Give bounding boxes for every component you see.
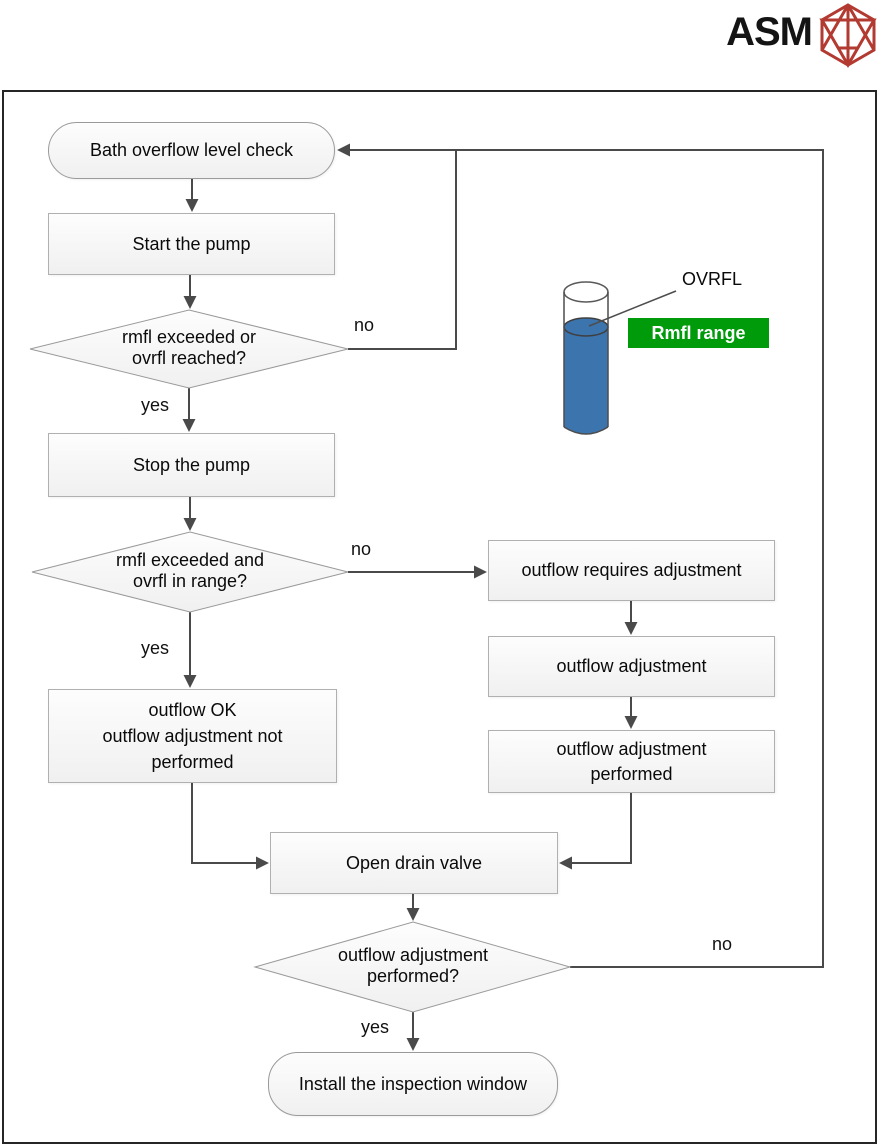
- edge-label-decision2-no: no: [351, 539, 372, 559]
- node-label: Stop the pump: [132, 454, 251, 475]
- node-label: outflow adjustment not: [102, 726, 283, 746]
- node-label: performed?: [366, 966, 460, 986]
- node-label: ovrfl in range?: [132, 571, 248, 591]
- node-start-the-pump: Start the pump: [48, 213, 335, 275]
- node-label: Bath overflow level check: [89, 140, 294, 160]
- edge-decision3-no-loop: [337, 143, 824, 968]
- edge-label-decision1-no: no: [354, 315, 375, 335]
- edge-decision1-no: [348, 151, 457, 350]
- node-outflow-adjustment: outflow adjustment: [488, 636, 775, 697]
- node-outflow-requires-adjustment: outflow requires adjustment: [488, 540, 775, 601]
- rmfl-range-badge: Rmfl range: [628, 318, 769, 348]
- node-label: rmfl exceeded or: [121, 327, 257, 347]
- node-label: Open drain valve: [345, 852, 483, 873]
- edge-label-decision2-yes: yes: [141, 638, 170, 658]
- asm-hexagon-icon: [819, 3, 877, 68]
- node-label: Install the inspection window: [298, 1073, 528, 1094]
- node-decision3-shape: [253, 921, 572, 1013]
- node-decision2-label: rmfl exceeded and ovrfl in range?: [80, 550, 300, 592]
- node-outflow-ok: outflow OK outflow adjustment not perfor…: [48, 689, 337, 783]
- node-label: performed: [151, 752, 234, 772]
- cylinder-illustration: [563, 281, 677, 435]
- node-decision2-shape: [31, 531, 349, 613]
- node-label: ovrfl reached?: [131, 348, 247, 368]
- node-stop-the-pump: Stop the pump: [48, 433, 335, 497]
- node-label: Start the pump: [132, 233, 251, 254]
- edge-outflowok-to-opendrain: [191, 783, 269, 870]
- node-label: outflow adjustment: [556, 738, 707, 759]
- node-label: outflow adjustment: [337, 945, 489, 965]
- asm-logo-text: ASM: [726, 9, 813, 54]
- node-open-drain-valve: Open drain valve: [270, 832, 558, 894]
- node-label: rmfl exceeded and: [115, 550, 265, 570]
- edge-label-decision3-no: no: [712, 934, 733, 954]
- edge-label-decision1-yes: yes: [141, 395, 170, 415]
- node-label: performed: [590, 763, 673, 784]
- node-decision3-label: outflow adjustment performed?: [303, 945, 523, 987]
- node-install-inspection-window: Install the inspection window: [268, 1052, 558, 1116]
- node-decision1-shape: [29, 309, 349, 389]
- node-outflow-adjustment-performed: outflow adjustment performed: [488, 730, 775, 793]
- edge-label-decision3-yes: yes: [361, 1017, 390, 1037]
- ovrfl-pointer-line: [588, 290, 677, 327]
- node-decision1-label: rmfl exceeded or ovrfl reached?: [79, 327, 299, 369]
- liquid-fill: [564, 327, 608, 434]
- node-bath-overflow-level-check: Bath overflow level check: [48, 122, 335, 179]
- node-label: outflow requires adjustment: [521, 560, 742, 580]
- edge-performed-to-opendrain: [559, 793, 632, 870]
- ovrfl-label: OVRFL: [682, 269, 743, 289]
- node-label: outflow adjustment: [556, 656, 707, 676]
- node-label: outflow OK: [148, 700, 237, 720]
